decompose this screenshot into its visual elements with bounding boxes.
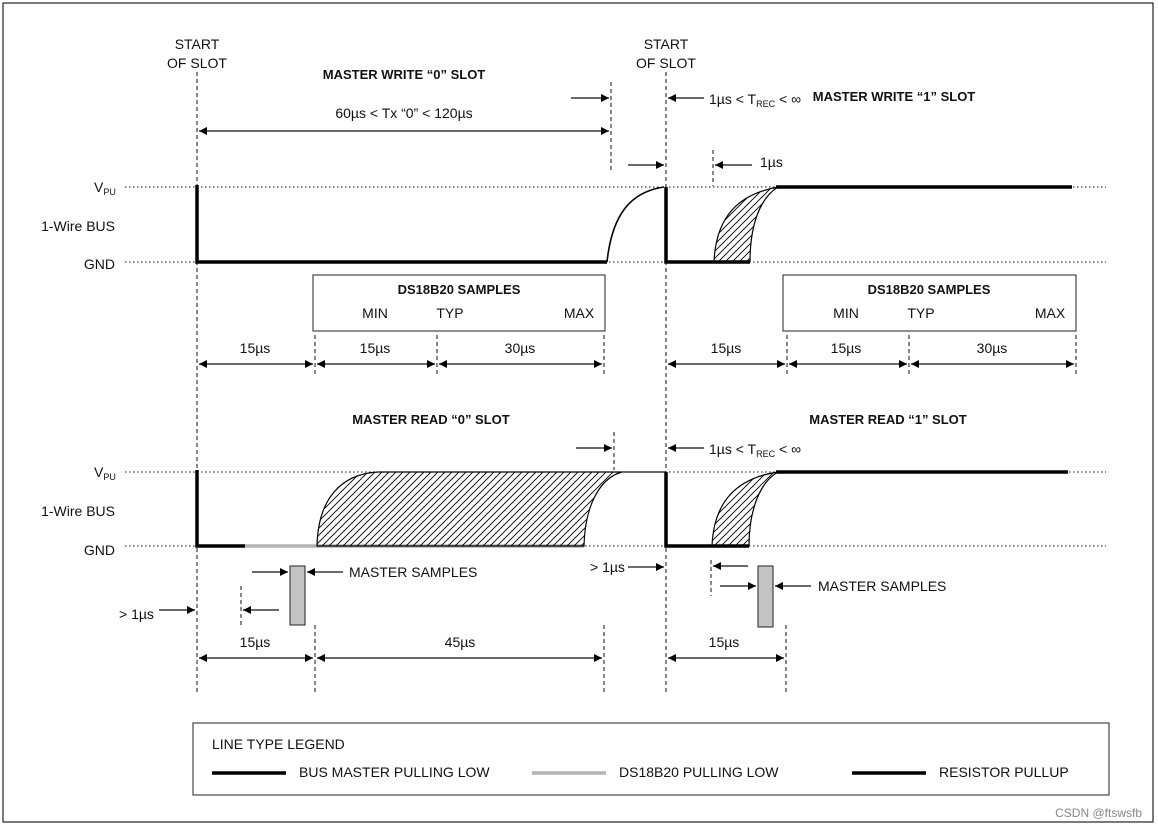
read-vpu-v: V [94,464,104,480]
w-seg-d: 15µs [711,340,742,356]
write-trec-label: 1µs < TREC < ∞ [709,91,801,109]
write-bus-label: 1-Wire BUS [41,218,115,234]
start-of-slot-label-2a: START [644,36,689,52]
legend-title: LINE TYPE LEGEND [212,736,345,752]
w-seg-a: 15µs [240,340,271,356]
legend-pullup-label: RESISTOR PULLUP [939,764,1069,780]
ds-min-2: MIN [833,305,859,321]
read1-sample-marker [757,565,774,628]
read-trec-sub: REC [756,449,776,459]
read-gnd-label: GND [84,542,115,558]
start-of-slot-label-1b: OF SLOT [167,55,227,71]
write-vpu-v: V [94,179,104,195]
ds-typ-2: TYP [907,305,934,321]
legend-ds18b20-label: DS18B20 PULLING LOW [619,764,779,780]
write0-master-low [195,185,607,264]
ds-samples-title-1: DS18B20 SAMPLES [398,282,521,297]
ds-samples-title-2: DS18B20 SAMPLES [868,282,991,297]
read1-master-samples: MASTER SAMPLES [818,578,946,594]
legend-bus-master-label: BUS MASTER PULLING LOW [299,764,490,780]
write-trec-sub: REC [756,99,776,109]
r-seg-c: 15µs [709,634,740,650]
read-vpu-label: VPU [94,464,116,482]
read-trec-label: 1µs < TREC < ∞ [709,441,801,459]
tx0-label: 60µs < Tx “0” < 120µs [335,105,472,121]
write-vpu-label: VPU [94,179,116,197]
ds-max-1: MAX [564,305,595,321]
w-seg-f: 30µs [977,340,1008,356]
read-trec-prefix: 1µs < T [709,441,757,457]
write1-master-low [664,187,714,264]
start-of-slot-label-2b: OF SLOT [636,55,696,71]
watermark: CSDN @ftswsfb [1055,806,1142,820]
read0-master-samples: MASTER SAMPLES [349,564,477,580]
read1-hatch-region [711,471,779,547]
read0-master-low [195,470,245,548]
read0-title: MASTER READ “0” SLOT [352,412,510,427]
one-us-label: 1µs [760,154,783,170]
write0-title: MASTER WRITE “0” SLOT [323,67,486,82]
legend-box [192,722,1110,796]
ds-min-1: MIN [362,305,388,321]
r-seg-a: 15µs [240,634,271,650]
r-seg-b: 45µs [445,634,476,650]
write-gnd-label: GND [84,256,115,272]
ds-typ-1: TYP [436,305,463,321]
w-seg-b: 15µs [360,340,391,356]
write-vpu-sub: PU [103,187,116,197]
write1-title: MASTER WRITE “1” SLOT [813,89,976,104]
write-trec-prefix: 1µs < T [709,91,757,107]
read0-hatch-region [316,471,623,547]
start-of-slot-label-1a: START [175,36,220,52]
read-vpu-sub: PU [103,472,116,482]
read-bus-label: 1-Wire BUS [41,503,115,519]
read-gt1us-left: > 1µs [119,606,154,622]
w-seg-e: 15µs [831,340,862,356]
ds-samples-box-1 [312,274,606,332]
read-trec-suffix: < ∞ [775,441,801,457]
read1-title: MASTER READ “1” SLOT [809,412,967,427]
read-gt1us-right: > 1µs [590,559,625,575]
w-seg-c: 30µs [505,340,536,356]
ds-samples-box-2 [782,274,1077,332]
ds-max-2: MAX [1035,305,1066,321]
read0-sample-marker [289,565,306,626]
write0-pullup-curve [606,186,665,263]
write1-hatch-region [713,186,779,263]
write-trec-suffix: < ∞ [775,91,801,107]
